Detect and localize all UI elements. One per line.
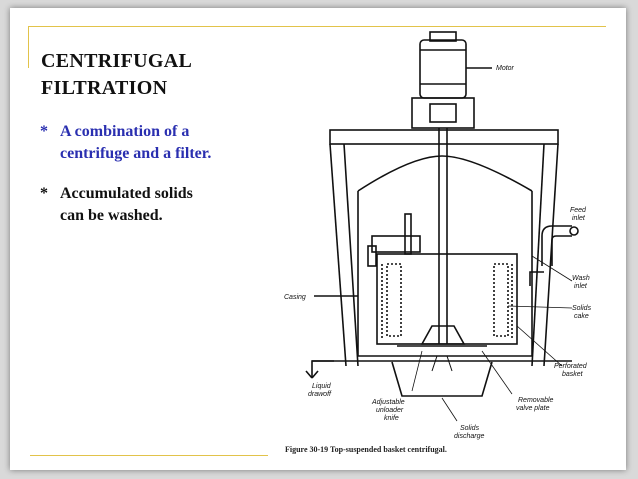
bullet-2: * Accumulated solids can be washed. xyxy=(40,183,280,227)
label-liquid: Liquid xyxy=(312,383,332,390)
label-wash-inlet: inlet xyxy=(574,283,588,290)
label-solids-discharge-1: Solids xyxy=(460,425,480,432)
centrifuge-diagram: Motor Feed inlet Wash inlet Casing Solid… xyxy=(284,31,592,440)
label-solids-discharge-2: discharge xyxy=(454,433,484,440)
label-knife: knife xyxy=(384,415,399,422)
bullet-star: * xyxy=(40,185,48,202)
label-casing: Casing xyxy=(284,294,306,301)
label-valve-plate: valve plate xyxy=(516,405,550,412)
bullet-1-line-1: A combination of a xyxy=(60,123,190,140)
figure-caption: Figure 30-19 Top-suspended basket centri… xyxy=(285,445,447,454)
label-basket: basket xyxy=(562,371,584,378)
casing xyxy=(357,191,533,357)
label-feed-inlet: inlet xyxy=(572,215,586,222)
label-removable: Removable xyxy=(518,397,554,404)
label-wash: Wash xyxy=(572,275,590,282)
bullet-2-line-1: Accumulated solids xyxy=(60,185,193,202)
bullet-star: * xyxy=(40,123,48,140)
title-line-2: FILTRATION xyxy=(41,77,168,99)
title-line-1: CENTRIFUGAL xyxy=(41,50,193,72)
bottom-rule xyxy=(30,455,268,456)
label-motor: Motor xyxy=(496,65,515,72)
support-frame xyxy=(329,129,559,145)
top-rule xyxy=(28,26,606,27)
bullet-2-line-2: can be washed. xyxy=(60,207,163,224)
label-solids: Solids xyxy=(572,305,592,312)
slide-title: CENTRIFUGAL FILTRATION xyxy=(41,48,281,102)
label-perforated: Perforated xyxy=(554,363,588,370)
label-adjustable: Adjustable xyxy=(371,399,405,406)
bullet-1: * A combination of a centrifuge and a fil… xyxy=(40,121,280,165)
label-cake: cake xyxy=(574,313,589,320)
bullet-1-line-2: centrifuge and a filter. xyxy=(60,145,212,162)
label-feed: Feed xyxy=(570,207,587,214)
label-drawoff: drawoff xyxy=(308,391,332,398)
slide: CENTRIFUGAL FILTRATION * A combination of… xyxy=(10,8,626,470)
label-unloader: unloader xyxy=(376,407,404,414)
left-rule xyxy=(28,26,29,68)
motor-housing xyxy=(419,39,467,99)
